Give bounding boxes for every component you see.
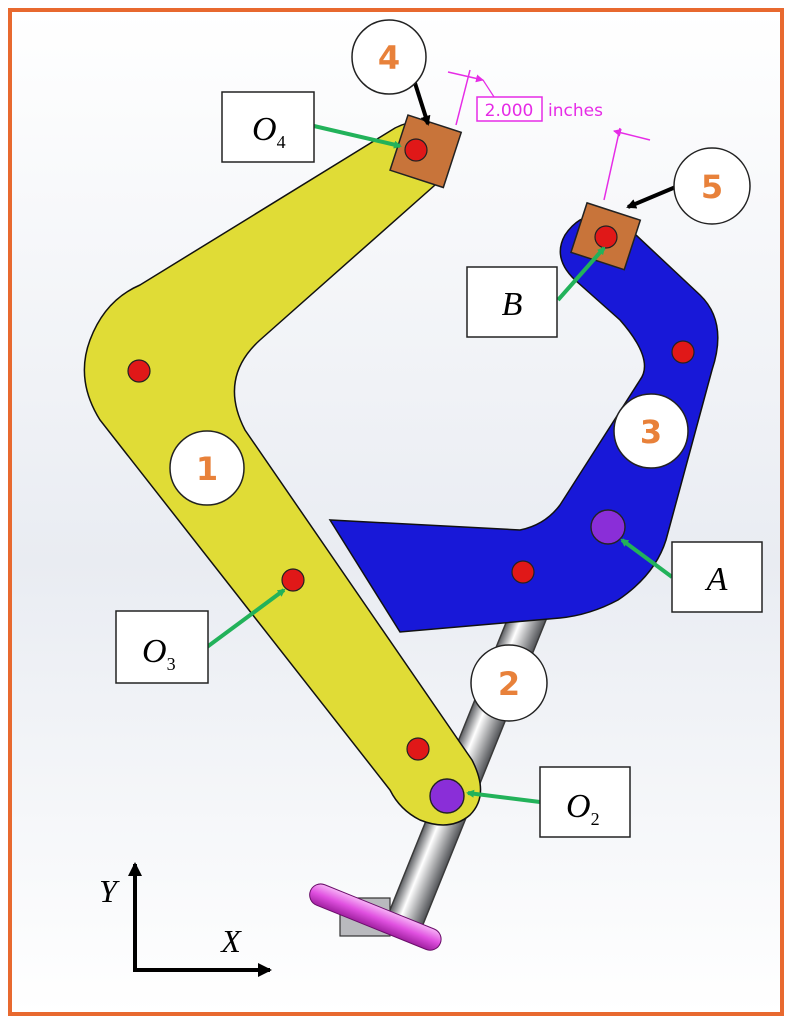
svg-text:A: A <box>705 561 728 598</box>
svg-text:4: 4 <box>378 39 400 77</box>
handle <box>309 883 442 951</box>
label-o2: O2 <box>539 766 631 838</box>
pin-a <box>590 509 626 545</box>
arrow-o4 <box>313 124 402 149</box>
svg-text:O4: O4 <box>252 111 286 152</box>
y-axis-label: Y <box>99 873 120 909</box>
pin-red <box>406 737 430 761</box>
part-number-3: 3 <box>613 393 689 469</box>
svg-text:3: 3 <box>640 413 662 451</box>
label-b: B <box>466 266 558 338</box>
part-number-1: 1 <box>169 430 245 506</box>
svg-text:2: 2 <box>498 665 520 703</box>
dimension-unit: inches <box>548 101 603 121</box>
arrow-part-4 <box>412 79 431 126</box>
coordinate-axes: Y X <box>99 862 272 977</box>
arrow-b <box>556 246 606 302</box>
pin-red <box>671 340 695 364</box>
pin-o4 <box>404 138 428 162</box>
part-number-2: 2 <box>470 644 548 722</box>
pin-o2 <box>429 778 465 814</box>
pin-b <box>594 225 618 249</box>
dimension-value: 2.000 <box>485 101 534 121</box>
svg-text:B: B <box>502 286 523 323</box>
label-a: A <box>671 541 763 613</box>
pin-red <box>127 359 151 383</box>
pin-red <box>511 560 535 584</box>
arrow-o2 <box>466 789 541 804</box>
arrow-part-5 <box>626 184 679 209</box>
orange-frame <box>8 8 784 1016</box>
svg-text:1: 1 <box>196 450 218 488</box>
label-o3: O3 <box>115 610 209 684</box>
part-number-5: 5 <box>673 147 751 225</box>
arrow-a <box>620 538 674 579</box>
svg-text:O2: O2 <box>566 788 600 829</box>
pin-o3 <box>281 568 305 592</box>
x-axis-label: X <box>219 923 242 959</box>
svg-text:5: 5 <box>701 168 723 206</box>
part-number-4: 4 <box>351 19 427 95</box>
label-o4: O4 <box>221 91 315 163</box>
arrow-o3 <box>205 588 286 649</box>
svg-text:O3: O3 <box>142 633 176 674</box>
dimension-value-box <box>476 96 543 122</box>
dimension-annotation: 2.000 inches <box>447 69 651 201</box>
